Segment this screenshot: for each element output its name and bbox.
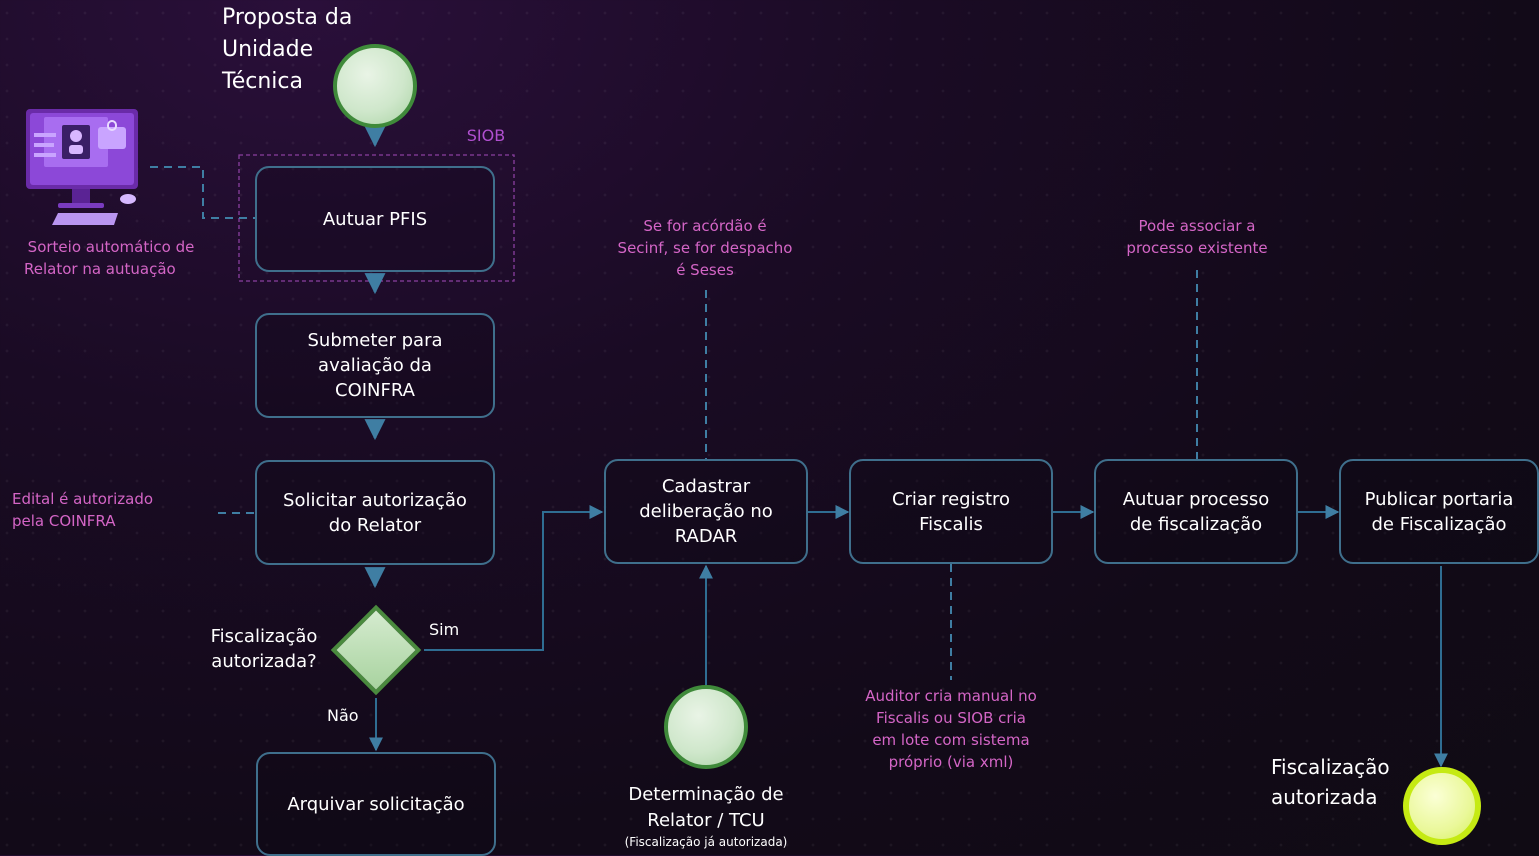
task-autuar-pfis[interactable]: Autuar PFIS <box>255 166 495 272</box>
task-submeter-line-2: avaliação da <box>318 355 432 376</box>
task-solicitar[interactable]: Solicitar autorização do Relator <box>255 460 495 565</box>
task-autuar-processo-line-2: de fiscalização <box>1129 513 1263 535</box>
end-event[interactable] <box>1403 767 1481 845</box>
auditor-line-2: Fiscalis ou SIOB cria <box>876 709 1026 727</box>
gateway-label: Fiscalização autorizada? <box>205 624 323 674</box>
start-label-line-1: Proposta da <box>222 5 353 30</box>
determinacao-line-2: Relator / TCU <box>647 810 765 831</box>
task-arquivar[interactable]: Arquivar solicitação <box>256 752 496 856</box>
task-criar-line-1: Criar registro <box>891 488 1011 510</box>
annotation-edital: Edital é autorizado pela COINFRA <box>12 488 172 532</box>
annotation-auditor: Auditor cria manual no Fiscalis ou SIOB … <box>846 685 1056 773</box>
assoc-sorteio <box>150 166 255 219</box>
siob-label: SIOB <box>466 126 506 145</box>
task-submeter-line-3: COINFRA <box>335 380 415 401</box>
start-label-line-2: Unidade <box>222 37 314 62</box>
determinacao-note: (Fiscalização já autorizada) <box>624 835 788 849</box>
task-autuar-processo[interactable]: Autuar processo de fiscalização <box>1094 459 1298 564</box>
gateway-label-line-1: Fiscalização <box>210 626 318 647</box>
determinacao-line-1: Determinação de <box>628 784 784 805</box>
auditor-line-1: Auditor cria manual no <box>865 687 1037 705</box>
determinacao-start-event[interactable] <box>664 685 748 769</box>
sorteio-line-1: Sorteio automático de <box>27 238 195 256</box>
auditor-line-4: próprio (via xml) <box>888 753 1014 771</box>
task-arquivar-label: Arquivar solicitação <box>287 793 465 815</box>
gateway-no-label: Não <box>327 706 359 725</box>
sorteio-line-2: Relator na autuação <box>24 260 176 278</box>
task-solicitar-line-1: Solicitar autorização <box>283 489 467 511</box>
acordao-line-1: Se for acórdão é <box>643 217 767 235</box>
task-submeter[interactable]: Submeter para avaliação da COINFRA <box>255 313 495 418</box>
determinacao-label: Determinação de Relator / TCU (Fiscaliza… <box>596 782 816 850</box>
task-autuar-pfis-label: Autuar PFIS <box>322 208 428 230</box>
task-cadastrar-line-3: RADAR <box>674 526 738 547</box>
gateway-yes-label: Sim <box>429 620 460 639</box>
annotation-acordao: Se for acórdão é Secinf, se for despacho… <box>600 215 810 281</box>
auditor-line-3: em lote com sistema <box>872 731 1030 749</box>
end-label-line-2: autorizada <box>1271 785 1378 809</box>
start-event-label: Proposta da Unidade Técnica <box>222 2 352 98</box>
annotation-sorteio: Sorteio automático de Relator na autuaçã… <box>14 236 208 280</box>
task-criar[interactable]: Criar registro Fiscalis <box>849 459 1053 564</box>
end-label-line-1: Fiscalização <box>1271 755 1390 779</box>
task-autuar-processo-line-1: Autuar processo <box>1122 488 1270 510</box>
task-solicitar-line-2: do Relator <box>328 514 422 536</box>
end-event-label: Fiscalização autorizada <box>1271 752 1390 812</box>
task-publicar-line-1: Publicar portaria <box>1364 488 1514 510</box>
associar-line-1: Pode associar a <box>1138 217 1256 235</box>
acordao-line-3: é Seses <box>676 261 734 279</box>
start-label-line-3: Técnica <box>222 69 303 94</box>
task-submeter-line-1: Submeter para <box>307 330 443 351</box>
acordao-line-2: Secinf, se for despacho <box>617 239 793 257</box>
task-publicar[interactable]: Publicar portaria de Fiscalização <box>1339 459 1539 564</box>
task-cadastrar-line-2: deliberação no <box>639 501 773 522</box>
annotation-associar: Pode associar a processo existente <box>1100 215 1294 259</box>
start-event[interactable] <box>333 44 417 128</box>
task-criar-line-2: Fiscalis <box>919 513 983 535</box>
associar-line-2: processo existente <box>1126 239 1268 257</box>
edital-line-1: Edital é autorizado <box>12 490 154 508</box>
edital-line-2: pela COINFRA <box>12 512 116 530</box>
flow-gateway-cadastrar <box>424 505 604 651</box>
gateway-label-line-2: autorizada? <box>211 651 317 672</box>
task-publicar-line-2: de Fiscalização <box>1371 513 1507 535</box>
task-cadastrar[interactable]: Cadastrar deliberação no RADAR <box>604 459 808 564</box>
computer-icon <box>26 109 138 225</box>
task-cadastrar-line-1: Cadastrar <box>661 476 751 497</box>
